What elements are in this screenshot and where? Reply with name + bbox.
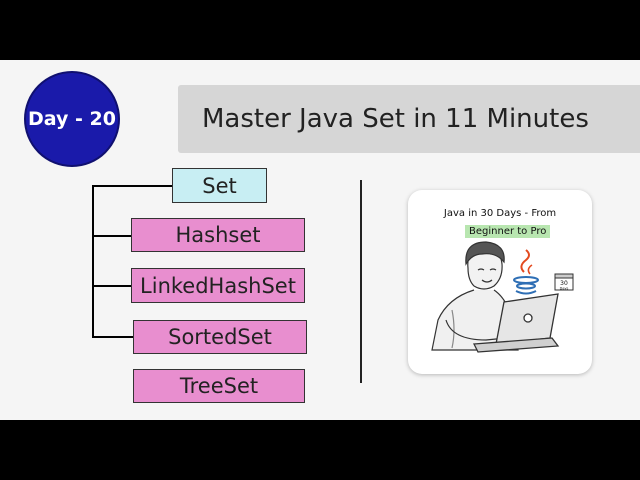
- day-badge: Day - 20: [24, 71, 120, 167]
- calendar-number: 30: [560, 280, 568, 287]
- node-hashset: Hashset: [131, 218, 305, 252]
- connector-hashset: [92, 235, 132, 237]
- node-sortedset: SortedSet: [133, 320, 307, 354]
- node-linkedhashset: LinkedHashSet: [131, 268, 305, 303]
- java-logo-icon: [513, 249, 539, 295]
- title-bar: Master Java Set in 11 Minutes: [178, 85, 640, 153]
- node-treeset-label: TreeSet: [179, 374, 259, 398]
- thumbnail-canvas: Day - 20 Master Java Set in 11 Minutes S…: [0, 60, 640, 420]
- day-badge-text: Day - 20: [28, 108, 116, 130]
- card-title: Java in 30 Days - From: [443, 208, 557, 219]
- laptop-icon: [472, 293, 560, 353]
- node-sortedset-label: SortedSet: [168, 325, 272, 349]
- calendar-icon: 30 Days: [554, 273, 574, 291]
- card-subtitle: Beginner to Pro: [465, 225, 551, 238]
- connector-top: [92, 185, 173, 187]
- connector-sortedset: [92, 336, 134, 338]
- node-set-label: Set: [202, 173, 237, 198]
- vertical-divider: [360, 180, 362, 383]
- node-linkedhashset-label: LinkedHashSet: [140, 273, 296, 298]
- node-hashset-label: Hashset: [175, 223, 261, 247]
- node-treeset: TreeSet: [133, 369, 305, 403]
- connector-trunk: [92, 185, 94, 337]
- connector-linkedhashset: [92, 285, 132, 287]
- page-title: Master Java Set in 11 Minutes: [202, 104, 589, 134]
- course-card: Java in 30 Days - From Beginner to Pro: [408, 190, 592, 374]
- calendar-label: Days: [560, 287, 569, 291]
- node-set: Set: [172, 168, 267, 203]
- developer-illustration: 30 Days: [431, 241, 574, 353]
